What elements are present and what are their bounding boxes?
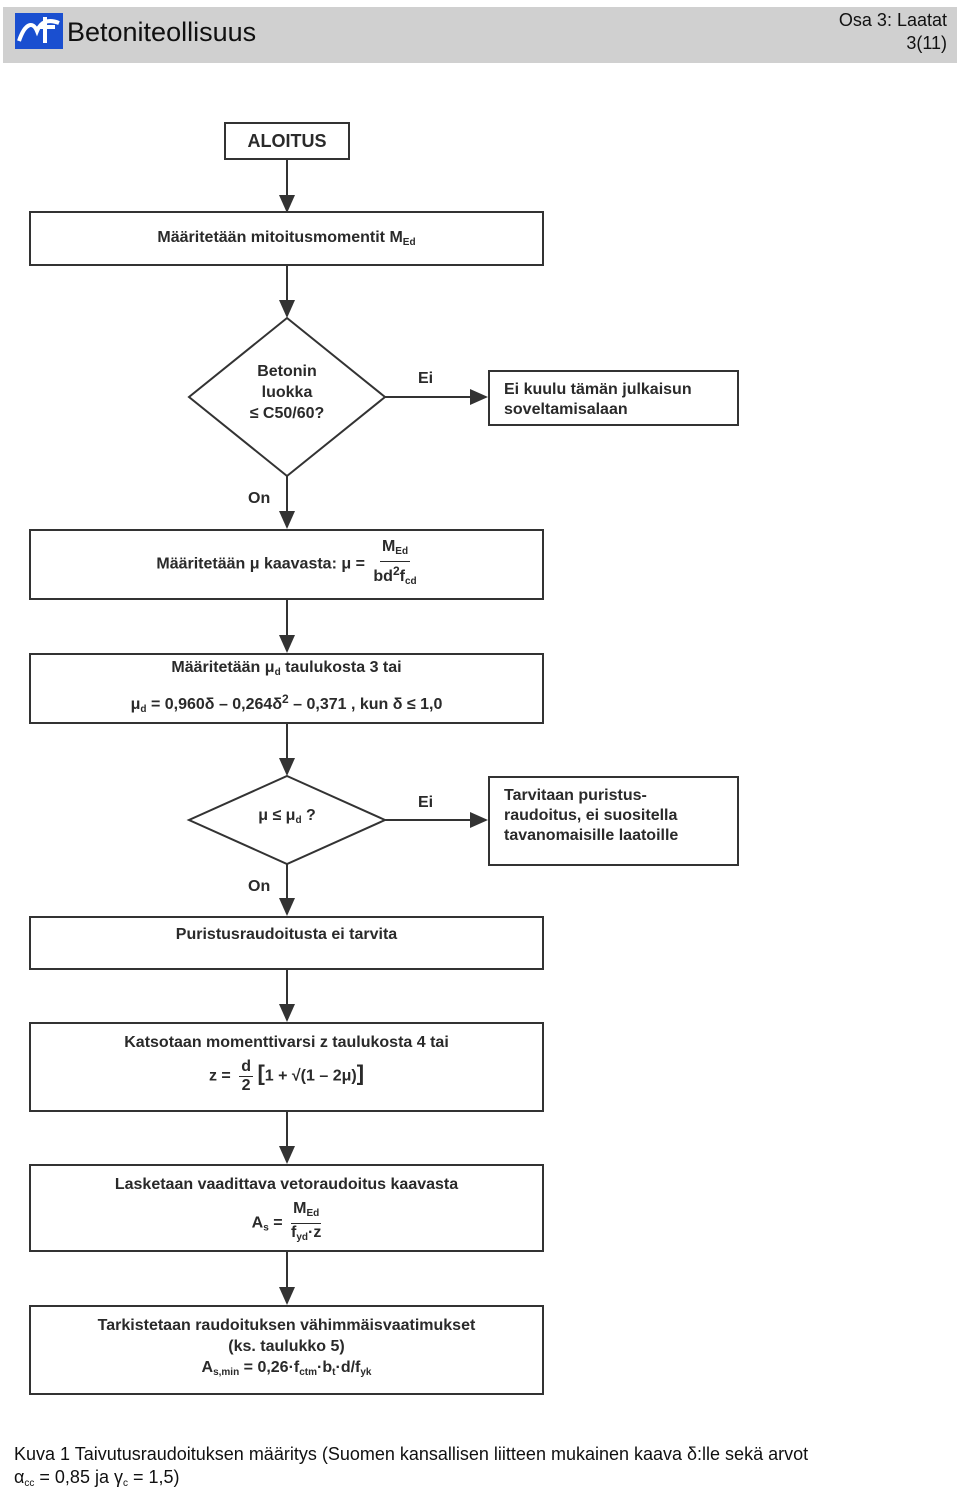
decision2-yes-label: On	[248, 878, 271, 895]
outcome1-box: Ei kuulu tämän julkaisun soveltamisalaan	[488, 370, 739, 426]
step2-formula: Määritetään μ kaavasta: μ = MEd bd2fcd	[156, 538, 416, 591]
step6-formula: As = MEd fyd·z	[251, 1200, 322, 1243]
step3-box: Määritetään μd taulukosta 3 tai μd = 0,9…	[29, 653, 544, 724]
step4-box: Puristusraudoitusta ei tarvita	[29, 916, 544, 970]
step2-box: Määritetään μ kaavasta: μ = MEd bd2fcd	[29, 529, 544, 600]
start-label: ALOITUS	[247, 130, 327, 151]
caption-line1: Kuva 1 Taivutusraudoituksen määritys (Su…	[14, 1444, 809, 1464]
decision1-yes-label: On	[248, 490, 271, 507]
decision2-diamond	[186, 774, 388, 866]
step7-box: Tarkistetaan raudoituksen vähimmäisvaati…	[29, 1305, 544, 1395]
decision2-text: μ ≤ μd ?	[258, 807, 316, 826]
step7-formula: As,min = 0,26·fctm·bt·d/fyk	[201, 1359, 372, 1378]
mu-fraction: MEd bd2fcd	[373, 538, 417, 587]
header-meta: Osa 3: Laatat 3(11)	[839, 9, 947, 55]
flowchart: ALOITUS Määritetään mitoitusmomentit MEd…	[0, 80, 960, 1420]
page-header: Betoniteollisuus Osa 3: Laatat 3(11)	[3, 7, 957, 63]
step6-box: Lasketaan vaadittava vetoraudoitus kaava…	[29, 1164, 544, 1252]
figure-caption: Kuva 1 Taivutusraudoituksen määritys (Su…	[14, 1443, 954, 1495]
decision1-diamond	[187, 316, 387, 478]
brand-name: Betoniteollisuus	[67, 17, 257, 47]
step3-line1: Määritetään μd taulukosta 3 tai	[171, 658, 402, 678]
step1-text: Määritetään mitoitusmomentit MEd	[157, 229, 416, 248]
page-number: 3(11)	[906, 33, 947, 53]
start-box: ALOITUS	[224, 122, 350, 160]
betoniteollisuus-logo-icon	[15, 13, 63, 49]
decision1-no-label: Ei	[418, 370, 434, 387]
step5-line1: Katsotaan momenttivarsi z taulukosta 4 t…	[124, 1034, 449, 1051]
step4-text: Puristusraudoitusta ei tarvita	[175, 926, 398, 943]
flowchart-connectors	[186, 160, 488, 1305]
outcome2-box: Tarvitaan puristus- raudoitus, ei suosit…	[488, 776, 739, 866]
decision1-text: Betonin luokka ≤ C50/60?	[249, 363, 325, 422]
caption-line2: αcc = 0,85 ja γc = 1,5)	[14, 1467, 180, 1489]
step7-line2: (ks. taulukko 5)	[228, 1338, 345, 1355]
step3-line2: μd = 0,960δ – 0,264δ2 – 0,371 , kun δ ≤ …	[130, 691, 443, 715]
decision2-no-label: Ei	[418, 794, 434, 811]
step6-line1: Lasketaan vaadittava vetoraudoitus kaava…	[114, 1176, 459, 1193]
section-title: Osa 3: Laatat	[838, 10, 947, 30]
step7-line1: Tarkistetaan raudoituksen vähimmäisvaati…	[97, 1317, 476, 1334]
step1-box: Määritetään mitoitusmomentit MEd	[29, 211, 544, 266]
step5-box: Katsotaan momenttivarsi z taulukosta 4 t…	[29, 1022, 544, 1112]
